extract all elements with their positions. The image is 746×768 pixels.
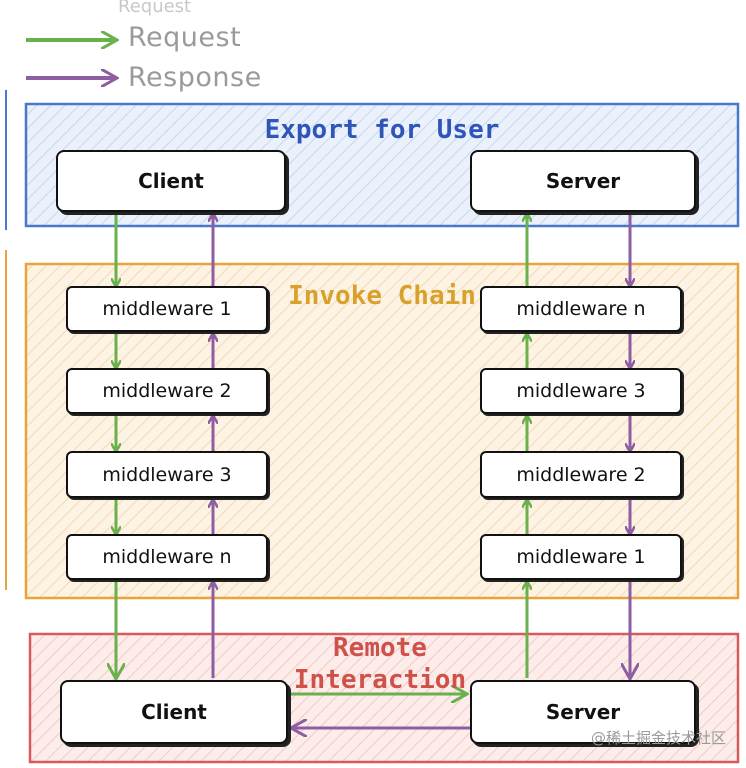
legend-request-label: Request [128, 21, 242, 53]
remote-server-box: Server [470, 680, 696, 744]
watermark: @稀土掘金技术社区 [590, 729, 726, 747]
remote-client-box: Client [60, 680, 288, 744]
legend-response-swatch [20, 67, 120, 87]
client-middleware-3: middleware 3 [66, 451, 268, 498]
remote-region-title-line1: Remote [333, 633, 427, 663]
client-middleware-1: middleware 1 [66, 286, 268, 332]
legend-request-swatch [20, 27, 120, 47]
server-middleware-1: middleware 1 [480, 534, 682, 580]
client-middleware-n: middleware n [66, 534, 268, 580]
server-middleware-3: middleware 3 [480, 368, 682, 414]
legend-response-label: Response [128, 61, 262, 93]
invoke-region-title: Invoke Chain [288, 281, 476, 311]
server-middleware-2: middleware 2 [480, 451, 682, 498]
export-region-title: Export for User [264, 115, 500, 145]
export-client-box: Client [56, 150, 286, 212]
client-middleware-2: middleware 2 [66, 368, 268, 414]
legend-response: Response [20, 61, 262, 93]
server-middleware-n: middleware n [480, 286, 682, 332]
remote-region-title-line2: Interaction [293, 665, 467, 695]
export-server-box: Server [470, 150, 696, 212]
legend-ghost-text: Request [118, 0, 192, 17]
legend-request: Request [20, 21, 242, 53]
